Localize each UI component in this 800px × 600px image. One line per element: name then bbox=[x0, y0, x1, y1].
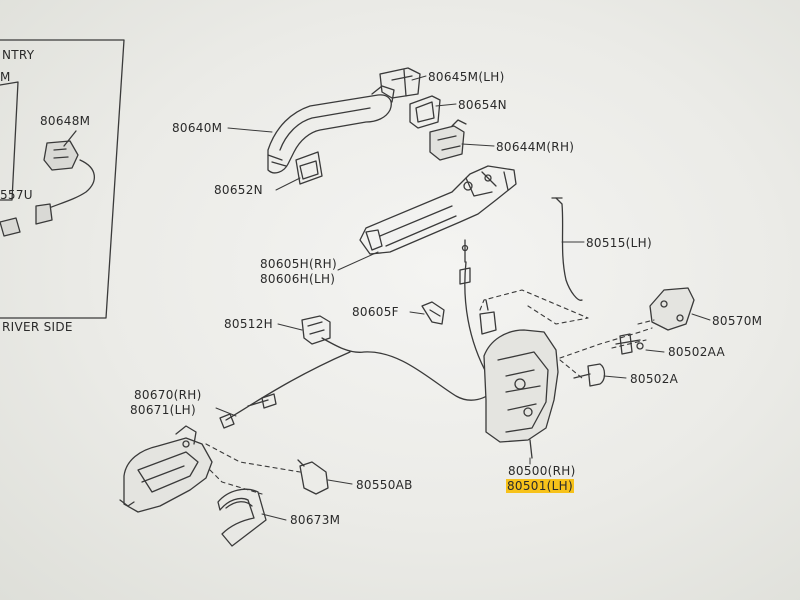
label-80673m: 80673M bbox=[290, 513, 341, 527]
part-80512h-clip bbox=[301, 315, 331, 345]
inset-letter-fragment: M bbox=[0, 70, 11, 84]
label-80654n: 80654N bbox=[458, 98, 507, 112]
part-80570m-bracket bbox=[649, 287, 695, 331]
label-80605f: 80605F bbox=[352, 305, 399, 319]
label-80501-lh: 80501(LH) bbox=[506, 479, 574, 493]
part-80640m-handle bbox=[267, 85, 395, 174]
label-80570m: 80570M bbox=[712, 314, 763, 328]
label-80645m-lh: 80645M(LH) bbox=[428, 70, 505, 84]
part-80645m-cap bbox=[379, 67, 421, 99]
inset-label-80648m: 80648M bbox=[40, 114, 91, 128]
highlight-80501-lh: 80501(LH) bbox=[506, 479, 574, 493]
dashed-guides bbox=[205, 289, 655, 495]
part-80652n-gasket bbox=[295, 151, 323, 185]
leader-lines bbox=[215, 75, 711, 521]
label-80515-lh: 80515(LH) bbox=[586, 236, 652, 250]
part-80500-latch bbox=[479, 299, 559, 459]
cable bbox=[219, 337, 497, 429]
part-80670-inside-handle bbox=[119, 425, 213, 513]
label-80605h-rh: 80605H(RH) bbox=[260, 257, 337, 271]
inset-caption: RIVER SIDE bbox=[2, 320, 73, 334]
inset-label-557u: 557U bbox=[0, 188, 33, 202]
inset-title-fragment: NTRY bbox=[2, 48, 35, 62]
label-80652n: 80652N bbox=[214, 183, 263, 197]
part-80515-rod bbox=[551, 197, 583, 301]
label-80502a: 80502A bbox=[630, 372, 679, 386]
label-80606h-lh: 80606H(LH) bbox=[260, 272, 336, 286]
label-80644m-rh: 80644M(RH) bbox=[496, 140, 575, 154]
part-80605f-clip bbox=[421, 301, 445, 325]
label-80671-lh: 80671(LH) bbox=[130, 403, 196, 417]
part-80644m-cylinder bbox=[429, 119, 467, 161]
part-80605h-bracket bbox=[359, 165, 517, 255]
label-80670-rh: 80670(RH) bbox=[134, 388, 202, 402]
label-80550ab: 80550AB bbox=[356, 478, 413, 492]
part-80502a-screw bbox=[573, 363, 606, 387]
part-80502aa-bolt bbox=[615, 333, 644, 355]
part-80550ab-bolt bbox=[297, 459, 329, 495]
inset-box bbox=[0, 39, 125, 319]
part-80673m-escutcheon bbox=[217, 488, 267, 547]
label-80640m: 80640M bbox=[172, 121, 223, 135]
label-80512h: 80512H bbox=[224, 317, 273, 331]
label-80500-rh: 80500(RH) bbox=[508, 464, 576, 478]
inset-part-80648m bbox=[35, 130, 95, 225]
part-80654n-gasket bbox=[409, 95, 441, 129]
inset-part-557u bbox=[0, 217, 21, 237]
label-80502aa: 80502AA bbox=[668, 345, 726, 359]
